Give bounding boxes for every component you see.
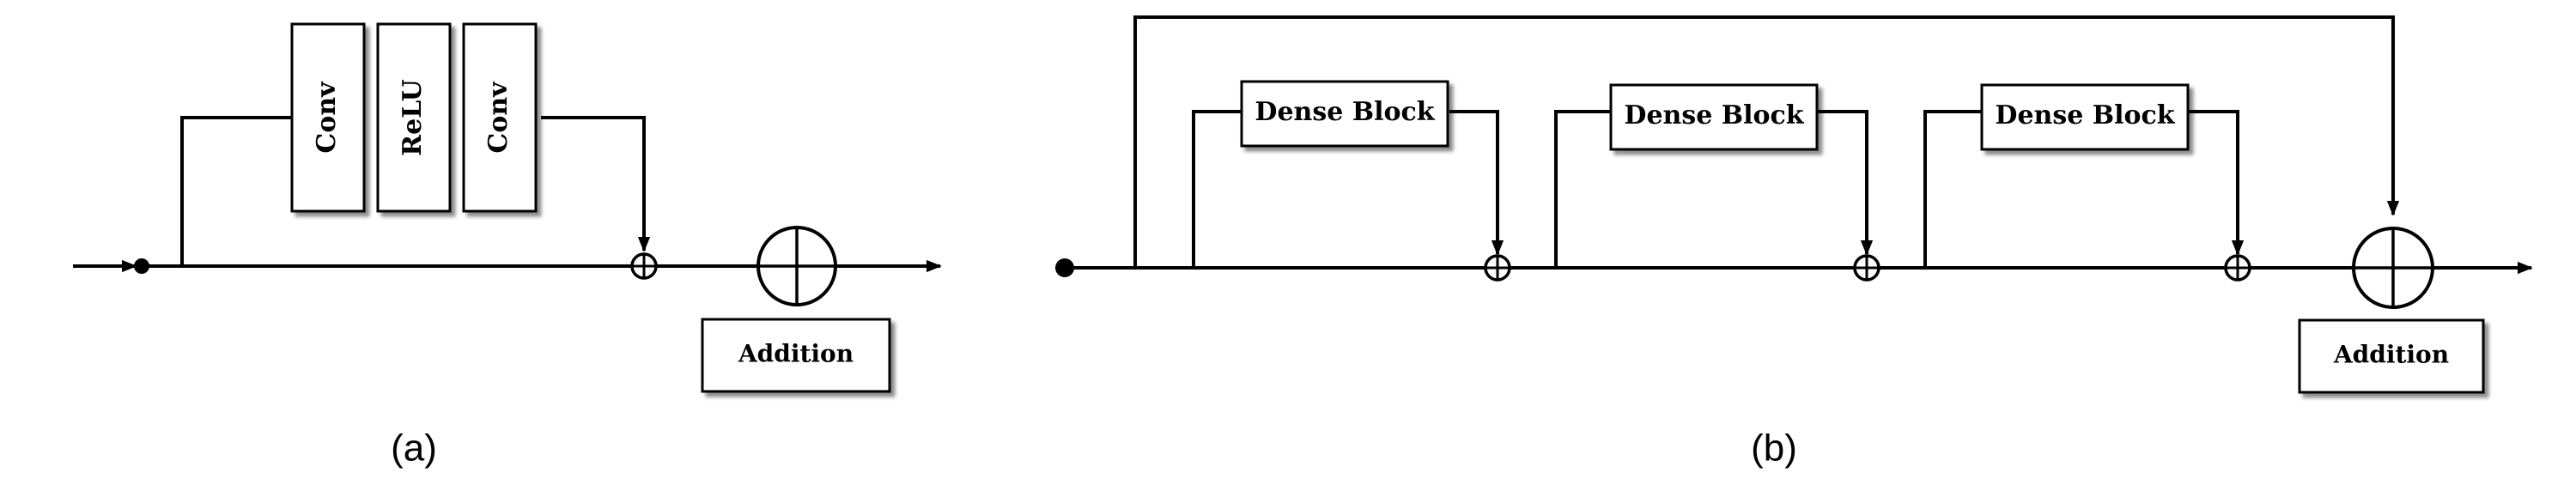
- a-addition-box: [701, 318, 891, 393]
- b-addition-node: [2352, 227, 2434, 309]
- diagram-a: Conv ReLU Conv Addition (a): [73, 22, 942, 470]
- b-sum-node-2: [1853, 254, 1880, 282]
- a-layer-path-in: [180, 116, 292, 266]
- b-dense-block-2: [1609, 83, 1819, 151]
- b-sum-node-3: [2224, 254, 2251, 282]
- caption-a: (a): [391, 427, 437, 470]
- b-dense-block-3-label: Dense Block: [1995, 100, 2175, 130]
- a-layer-path-out: [541, 116, 651, 252]
- b-dense-block-3: [1980, 83, 2190, 151]
- b-block1-path-out: [1449, 110, 1504, 256]
- b-block3-path-out: [2186, 110, 2245, 256]
- b-block1-path-in: [1192, 110, 1242, 268]
- b-addition-box: [2298, 318, 2485, 394]
- a-layer-conv-2: [462, 22, 538, 213]
- a-addition-node: [756, 226, 837, 306]
- a-layer-conv-2-label: Conv: [483, 81, 513, 154]
- b-addition-label: Addition: [2333, 341, 2449, 369]
- a-layer-relu: [376, 22, 452, 213]
- a-layer-conv-1-label: Conv: [312, 81, 342, 154]
- diagram-b: Dense Block Dense Block Dense Block: [1055, 15, 2533, 470]
- a-addition-label: Addition: [738, 340, 854, 368]
- b-block2-path-out: [1817, 110, 1874, 256]
- b-sum-node-1: [1484, 254, 1511, 282]
- a-sum-node: [630, 252, 658, 280]
- caption-b: (b): [1751, 427, 1797, 470]
- b-block2-path-in: [1554, 110, 1611, 268]
- b-global-skip: [1133, 15, 2400, 268]
- a-layer-relu-label: ReLU: [398, 79, 428, 156]
- b-dense-block-1-label: Dense Block: [1255, 97, 1435, 127]
- a-layer-conv-1: [290, 22, 366, 213]
- b-block3-path-in: [1923, 110, 1982, 268]
- b-dense-block-2-label: Dense Block: [1624, 100, 1804, 130]
- b-dense-block-1: [1240, 80, 1449, 148]
